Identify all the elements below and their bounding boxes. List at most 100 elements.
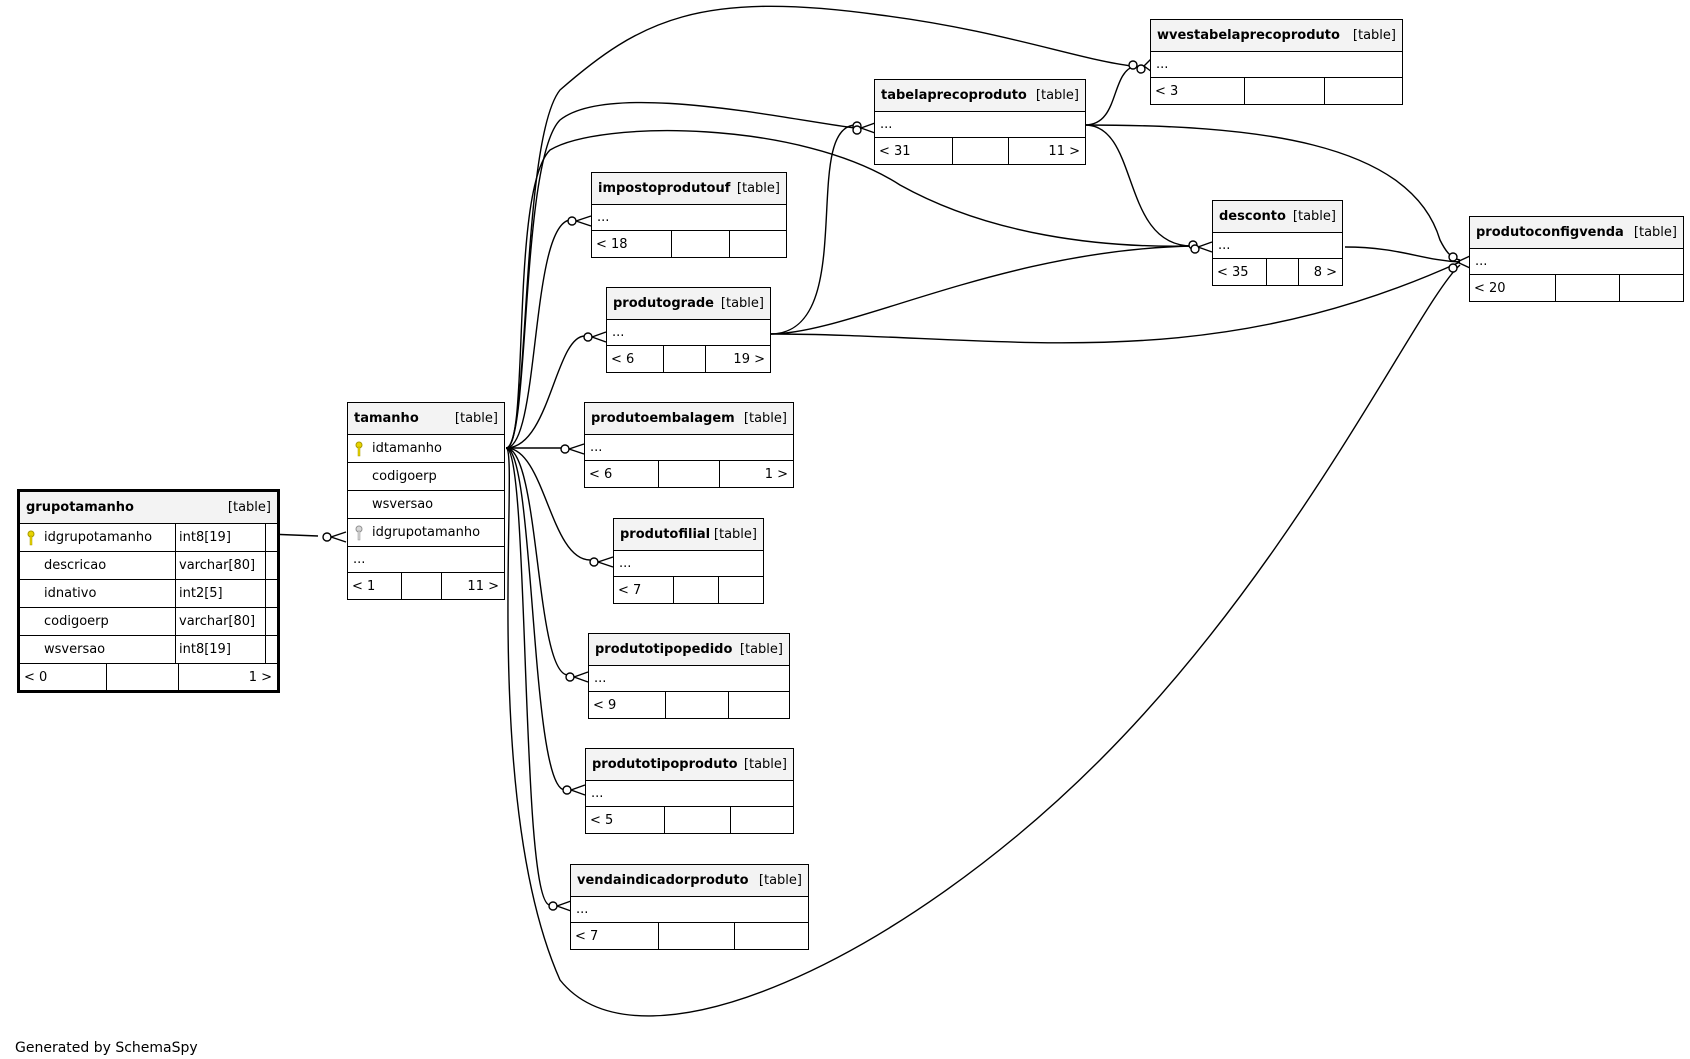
table-name: grupotamanho bbox=[26, 500, 134, 515]
more-columns: ... bbox=[586, 781, 793, 807]
parents-count[interactable]: < 7 bbox=[571, 923, 659, 949]
edge-tamanho-produtograde bbox=[505, 335, 586, 449]
children-count[interactable] bbox=[1325, 78, 1402, 104]
table-type: [table] bbox=[1352, 28, 1396, 43]
table-type: [table] bbox=[713, 527, 757, 542]
edge-tamanho-vendaindicadorproduto bbox=[505, 447, 551, 906]
more-columns: ... bbox=[348, 547, 504, 573]
column-name: wsversao bbox=[44, 642, 106, 657]
table-produtoconfigvenda[interactable]: produtoconfigvenda[table] ... < 20 bbox=[1469, 216, 1684, 302]
children-count[interactable] bbox=[729, 692, 789, 718]
table-type: [table] bbox=[1633, 225, 1677, 240]
children-count[interactable] bbox=[730, 231, 786, 257]
parents-count[interactable]: < 6 bbox=[607, 346, 664, 372]
column-type: varchar[80] bbox=[175, 552, 265, 579]
table-name: vendaindicadorproduto bbox=[577, 873, 749, 888]
more-columns: ... bbox=[614, 551, 763, 577]
table-name: produtoembalagem bbox=[591, 411, 735, 426]
column-name: descricao bbox=[44, 558, 107, 573]
more-columns: ... bbox=[592, 205, 786, 231]
table-name: produtotipopedido bbox=[595, 642, 733, 657]
table-produtotipoproduto[interactable]: produtotipoproduto [table] ... < 5 bbox=[585, 748, 794, 834]
table-wvestabelaprecoproduto[interactable]: wvestabelaprecoproduto [table] ... < 3 bbox=[1150, 19, 1403, 105]
children-count[interactable]: 1 > bbox=[248, 669, 272, 685]
table-type: [table] bbox=[720, 296, 764, 311]
table-produtoembalagem[interactable]: produtoembalagem [table] ... < 6 1 > bbox=[584, 402, 794, 488]
table-footer: < 0 1 > bbox=[20, 664, 277, 690]
table-header: grupotamanho [table] bbox=[20, 492, 277, 524]
parents-count[interactable]: < 6 bbox=[585, 461, 659, 487]
more-columns: ... bbox=[585, 435, 793, 461]
column-type: varchar[80] bbox=[175, 608, 265, 635]
table-type: [table] bbox=[758, 873, 802, 888]
column-row: descricao varchar[80] bbox=[20, 552, 277, 580]
column-type: int8[19] bbox=[175, 524, 265, 551]
table-header: tamanho [table] bbox=[348, 403, 504, 435]
column-name: idtamanho bbox=[372, 441, 442, 456]
column-name: idnativo bbox=[44, 586, 97, 601]
table-grupotamanho[interactable]: grupotamanho [table] idgrupotamanho int8… bbox=[17, 489, 280, 693]
more-columns: ... bbox=[589, 666, 789, 692]
column-name: idgrupotamanho bbox=[44, 530, 153, 545]
table-name: wvestabelaprecoproduto bbox=[1157, 28, 1340, 43]
children-count[interactable] bbox=[1620, 275, 1683, 301]
table-type: [table] bbox=[1035, 88, 1079, 103]
parents-count[interactable]: < 31 bbox=[875, 138, 953, 164]
table-name: tabelaprecoproduto bbox=[881, 88, 1027, 103]
edge-tabelaprecoproduto-desconto bbox=[1084, 124, 1193, 247]
table-name: tamanho bbox=[354, 411, 419, 426]
children-count[interactable] bbox=[731, 807, 793, 833]
children-count[interactable] bbox=[719, 577, 763, 603]
children-count[interactable]: 11 > bbox=[1048, 143, 1080, 159]
more-columns: ... bbox=[1213, 233, 1342, 259]
more-columns: ... bbox=[571, 897, 808, 923]
table-type: [table] bbox=[743, 411, 787, 426]
edge-tamanho-produtotipopedido bbox=[505, 447, 569, 676]
parents-count[interactable]: < 7 bbox=[614, 577, 674, 603]
parents-count[interactable]: < 1 bbox=[348, 573, 402, 599]
parents-count[interactable]: < 0 bbox=[20, 664, 107, 690]
children-count[interactable]: 11 > bbox=[467, 578, 499, 594]
column-row: wsversao int8[19] bbox=[20, 636, 277, 664]
parents-count[interactable]: < 9 bbox=[589, 692, 666, 718]
edge-tabelaprecoproduto-wvestabelaprecoproduto bbox=[1084, 65, 1136, 126]
edge-tamanho-produtotipoproduto bbox=[505, 447, 566, 791]
parents-count[interactable]: < 5 bbox=[586, 807, 665, 833]
parents-count[interactable]: < 20 bbox=[1470, 275, 1556, 301]
table-type: [table] bbox=[1292, 209, 1336, 224]
column-row: idgrupotamanho bbox=[348, 519, 504, 547]
children-count[interactable]: 19 > bbox=[733, 351, 765, 367]
table-name: produtotipoproduto bbox=[592, 757, 738, 772]
column-name: wsversao bbox=[372, 497, 434, 512]
parents-count[interactable]: < 3 bbox=[1151, 78, 1245, 104]
parents-count[interactable]: < 35 bbox=[1213, 259, 1267, 285]
children-count[interactable]: 1 > bbox=[764, 466, 788, 482]
edge-desconto-produtoconfigvenda bbox=[1344, 246, 1461, 263]
more-columns: ... bbox=[607, 320, 770, 346]
column-row: idnativo int2[5] bbox=[20, 580, 277, 608]
table-tamanho[interactable]: tamanho [table] idtamanho codigoerp wsve… bbox=[347, 402, 505, 600]
column-row: codigoerp bbox=[348, 463, 504, 491]
children-count[interactable]: 8 > bbox=[1313, 264, 1337, 280]
table-name: produtofilial bbox=[620, 527, 711, 542]
column-row: wsversao bbox=[348, 491, 504, 519]
table-vendaindicadorproduto[interactable]: vendaindicadorproduto [table] ... < 7 bbox=[570, 864, 809, 950]
table-type: [table] bbox=[743, 757, 787, 772]
column-type: int2[5] bbox=[175, 580, 265, 607]
table-name: produtoconfigvenda bbox=[1476, 225, 1624, 240]
column-type: int8[19] bbox=[175, 636, 265, 663]
table-type: [table] bbox=[227, 500, 271, 515]
more-columns: ... bbox=[1151, 52, 1402, 78]
table-produtotipopedido[interactable]: produtotipopedido[table] ... < 9 bbox=[588, 633, 790, 719]
column-name: idgrupotamanho bbox=[372, 525, 481, 540]
edge-tamanho-produtofilial bbox=[505, 447, 591, 561]
parents-count[interactable]: < 18 bbox=[592, 231, 672, 257]
children-count[interactable] bbox=[735, 923, 808, 949]
primary-key-icon bbox=[27, 530, 35, 545]
table-impostoprodutouf[interactable]: impostoprodutouf[table] ... < 18 bbox=[591, 172, 787, 258]
column-row: idtamanho bbox=[348, 435, 504, 463]
table-produtofilial[interactable]: produtofilial[table] ... < 7 bbox=[613, 518, 764, 604]
